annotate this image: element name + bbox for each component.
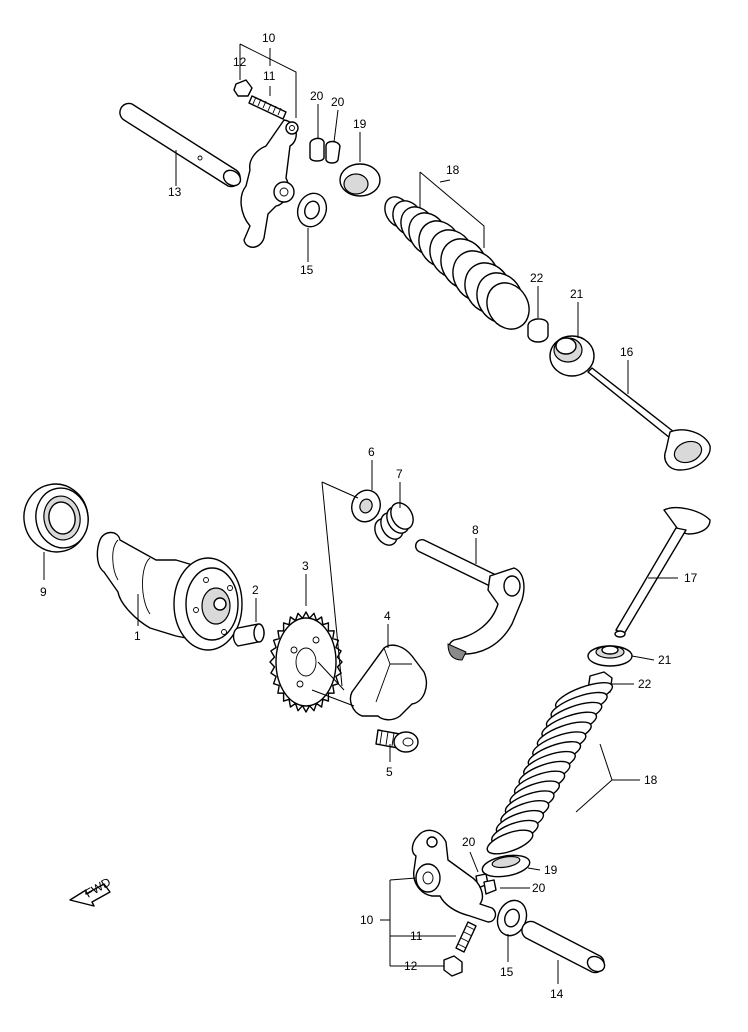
callout-3: 3 bbox=[302, 559, 309, 573]
callout-11-bottom: 11 bbox=[410, 929, 423, 943]
callout-18-top: 18 bbox=[446, 163, 460, 177]
callout-labels: 10 12 11 20 20 19 13 15 18 22 21 16 6 7 … bbox=[40, 31, 698, 1001]
callout-10-top: 10 bbox=[262, 31, 276, 45]
fwd-arrow-icon: FWD bbox=[69, 875, 113, 907]
locknut-12-bottom bbox=[443, 955, 463, 977]
callout-4: 4 bbox=[384, 609, 391, 623]
spring-seat-21-bottom bbox=[587, 645, 633, 667]
spring-retainer-19-bottom bbox=[481, 854, 531, 878]
decomp-shaft-8 bbox=[414, 538, 525, 661]
rocker-shaft-13 bbox=[119, 102, 242, 188]
washer-6 bbox=[351, 489, 381, 523]
callout-6: 6 bbox=[368, 445, 375, 459]
stem-seal-22-top bbox=[527, 318, 549, 343]
sprocket-3 bbox=[269, 611, 343, 713]
callout-2: 2 bbox=[252, 583, 259, 597]
spring-seat-21-top bbox=[549, 335, 595, 377]
rocker-shaft-14 bbox=[521, 920, 606, 974]
callout-21-top: 21 bbox=[570, 287, 584, 301]
valve-16 bbox=[587, 367, 711, 471]
spring-coil bbox=[486, 829, 534, 855]
callout-22-top: 22 bbox=[530, 271, 544, 285]
callout-12-top: 12 bbox=[233, 55, 247, 69]
adjust-screw-11-bottom bbox=[455, 921, 477, 953]
callout-19-top: 19 bbox=[353, 117, 367, 131]
spring-7 bbox=[374, 502, 414, 546]
callout-20-c: 20 bbox=[462, 835, 476, 849]
callout-15-bottom: 15 bbox=[500, 965, 514, 979]
callout-10-bottom: 10 bbox=[360, 913, 374, 927]
valve-cotter-20-top bbox=[309, 137, 341, 164]
washer-15-top bbox=[296, 192, 328, 228]
bearing-9 bbox=[23, 483, 89, 553]
callout-20-d: 20 bbox=[532, 881, 546, 895]
callout-7: 7 bbox=[396, 467, 403, 481]
callout-20-b: 20 bbox=[331, 95, 345, 109]
camshaft-1 bbox=[96, 531, 243, 651]
callout-12-bottom: 12 bbox=[404, 959, 418, 973]
adjust-screw-11-top bbox=[248, 95, 287, 120]
callout-20-a: 20 bbox=[310, 89, 324, 103]
callout-13: 13 bbox=[168, 185, 182, 199]
callout-19-bottom: 19 bbox=[544, 863, 558, 877]
callout-17: 17 bbox=[684, 571, 698, 585]
callout-22-bottom: 22 bbox=[638, 677, 652, 691]
callout-8: 8 bbox=[472, 523, 479, 537]
spring-retainer-19-top bbox=[339, 163, 381, 197]
callout-16: 16 bbox=[620, 345, 634, 359]
callout-9: 9 bbox=[40, 585, 47, 599]
valve-spring-18-top bbox=[384, 196, 530, 330]
callout-11-top: 11 bbox=[263, 69, 276, 83]
callout-14: 14 bbox=[550, 987, 564, 1001]
valve-spring-18-bottom bbox=[486, 682, 614, 855]
decompression-weight-4 bbox=[349, 644, 428, 721]
rocker-arm-10-bottom bbox=[411, 829, 497, 923]
callout-1: 1 bbox=[134, 629, 141, 643]
valve-17 bbox=[614, 506, 711, 638]
callout-15-top: 15 bbox=[300, 263, 314, 277]
callout-21-bottom: 21 bbox=[658, 653, 672, 667]
rocker-arm-10-top bbox=[240, 119, 299, 248]
locknut-12-top bbox=[233, 79, 253, 97]
leader-lines bbox=[43, 43, 678, 984]
callout-5: 5 bbox=[386, 765, 393, 779]
bolt-5 bbox=[375, 729, 419, 753]
callout-18-bottom: 18 bbox=[644, 773, 658, 787]
pin-2 bbox=[232, 623, 265, 647]
